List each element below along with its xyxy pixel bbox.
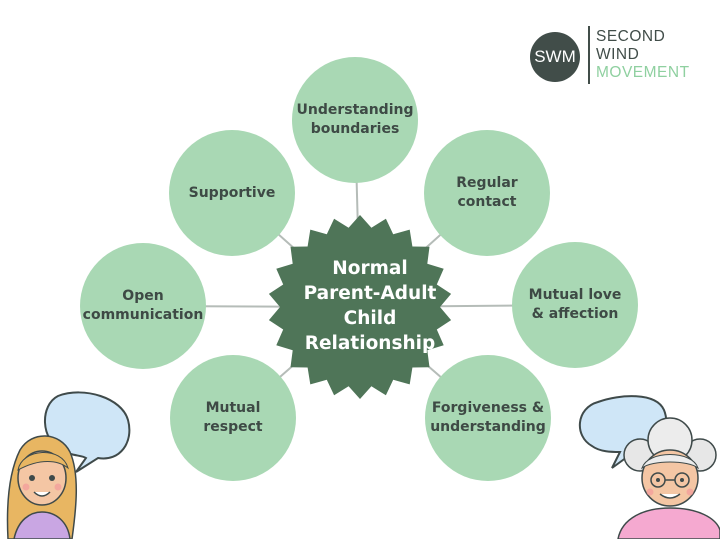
node-regular-contact: Regular contact: [424, 130, 550, 256]
node-label: Mutual love & affection: [528, 287, 622, 322]
node-label: Supportive: [188, 184, 276, 201]
logo-line-1: SECOND: [596, 28, 666, 45]
logo-initials: SWM: [534, 47, 576, 66]
node-forgiveness-understanding: Forgiveness & understanding: [425, 355, 551, 481]
logo-line-3: MOVEMENT: [596, 64, 690, 81]
node-open-communication: Open communication: [80, 243, 206, 369]
node-label: Forgiveness & understanding: [430, 400, 546, 435]
brand-logo: SWM SECOND WIND MOVEMENT: [530, 26, 705, 84]
node-label: Regular contact: [456, 175, 518, 210]
node-understanding-boundaries: Understanding boundaries: [292, 57, 418, 183]
node-mutual-love-affection: Mutual love & affection: [512, 242, 638, 368]
logo-wordmark: SECOND WIND MOVEMENT: [596, 28, 690, 82]
logo-divider: [588, 26, 590, 84]
node-label: Open communication: [82, 288, 204, 323]
node-supportive: Supportive: [169, 130, 295, 256]
node-mutual-respect: Mutual respect: [170, 355, 296, 481]
grandmother-illustration-icon: [617, 417, 720, 539]
logo-line-2: WIND: [596, 46, 640, 63]
node-label: Understanding boundaries: [296, 102, 414, 137]
node-label: Mutual respect: [203, 400, 263, 435]
girl-illustration-icon: [6, 435, 77, 539]
center-starburst: [268, 215, 452, 399]
logo-monogram: SWM: [530, 32, 580, 82]
center-concept-label: Normal Parent-Adult Child Relationship: [303, 258, 437, 354]
